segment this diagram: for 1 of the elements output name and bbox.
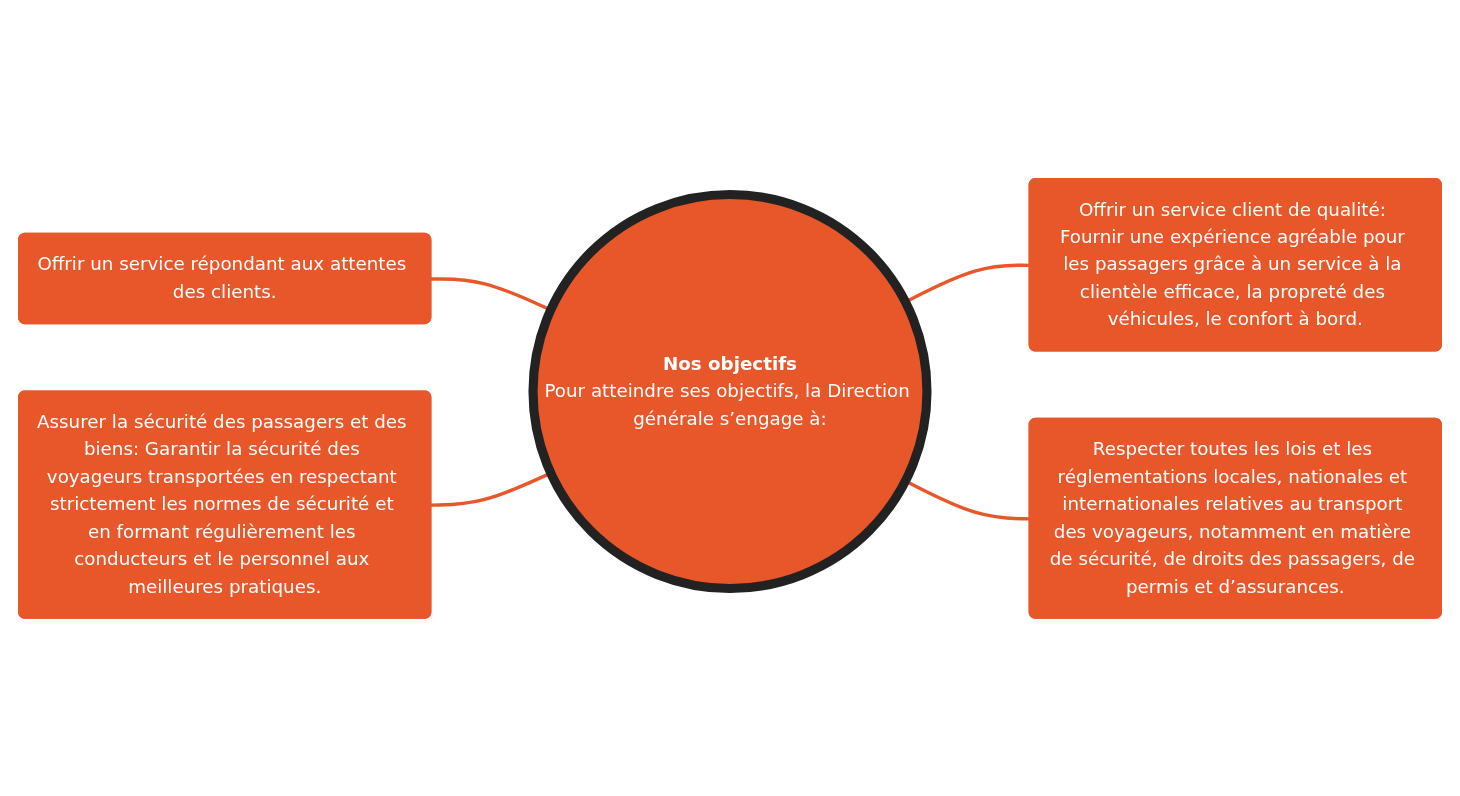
node-circle: Nos objectifs Pour atteindre ses objectifs, la Direction générale s’engage à:: [528, 189, 932, 593]
